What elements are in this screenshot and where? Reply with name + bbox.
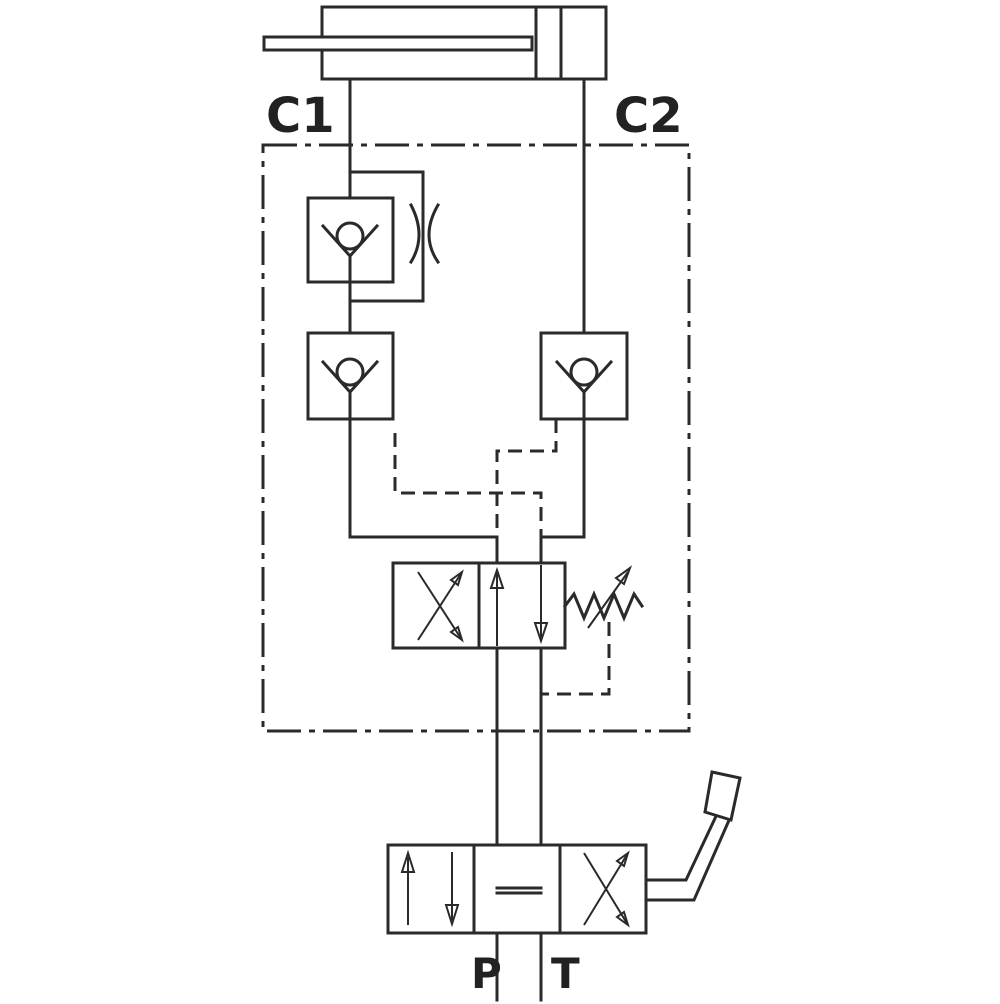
port-label-t: T <box>551 949 580 998</box>
pilot-line-spring <box>541 622 611 696</box>
control-cross-arrowhead-1 <box>615 850 630 868</box>
throttle-arc-left <box>408 202 421 265</box>
pilot-lines <box>393 419 611 696</box>
flow-lines <box>348 77 586 1002</box>
check-valve-1-ball <box>335 221 365 251</box>
line-check-2-to-selector <box>348 417 499 565</box>
port-label-p: P <box>471 949 502 998</box>
manual-lever <box>644 770 742 902</box>
bypass-line <box>348 170 425 303</box>
lever-arm-top <box>644 810 720 882</box>
selector-arrowhead-up <box>489 566 505 589</box>
spring-zigzag <box>562 590 645 622</box>
selector-arrowhead-down <box>533 622 549 645</box>
spring-adjust-arrow <box>587 571 629 629</box>
throttle-arc-right <box>427 202 441 265</box>
pilot-line-check-3 <box>495 419 558 537</box>
directional-control-valve <box>386 843 648 935</box>
line-check-3-to-selector <box>539 417 586 565</box>
selector-cross-arrowhead-2 <box>449 625 464 643</box>
adjustable-spring <box>562 565 645 629</box>
hydraulic-cylinder <box>262 5 608 81</box>
check-valve-2 <box>306 331 395 421</box>
port-label-c1: C1 <box>266 88 335 144</box>
check-valve-2-ball <box>335 357 365 387</box>
spring-adjust-arrowhead <box>614 565 633 586</box>
lever-handle <box>703 770 742 822</box>
port-label-c2: C2 <box>614 88 683 144</box>
check-valve-1 <box>306 196 395 284</box>
throttle-orifice <box>408 202 441 265</box>
valve-block-boundary <box>261 143 691 733</box>
piston-rod <box>262 35 534 52</box>
control-arrowhead-up <box>400 849 416 873</box>
lever-arm-bottom <box>644 816 732 902</box>
check-valve-3 <box>539 331 629 421</box>
control-cross-arrow-2 <box>583 852 629 926</box>
control-cross-arrowhead-2 <box>615 910 630 928</box>
pilot-line-check-2 <box>393 433 543 537</box>
check-valve-3-ball <box>569 357 599 387</box>
control-arrowhead-down <box>444 904 460 928</box>
selector-cross-arrowhead-1 <box>449 569 464 587</box>
selector-valve <box>391 561 567 650</box>
